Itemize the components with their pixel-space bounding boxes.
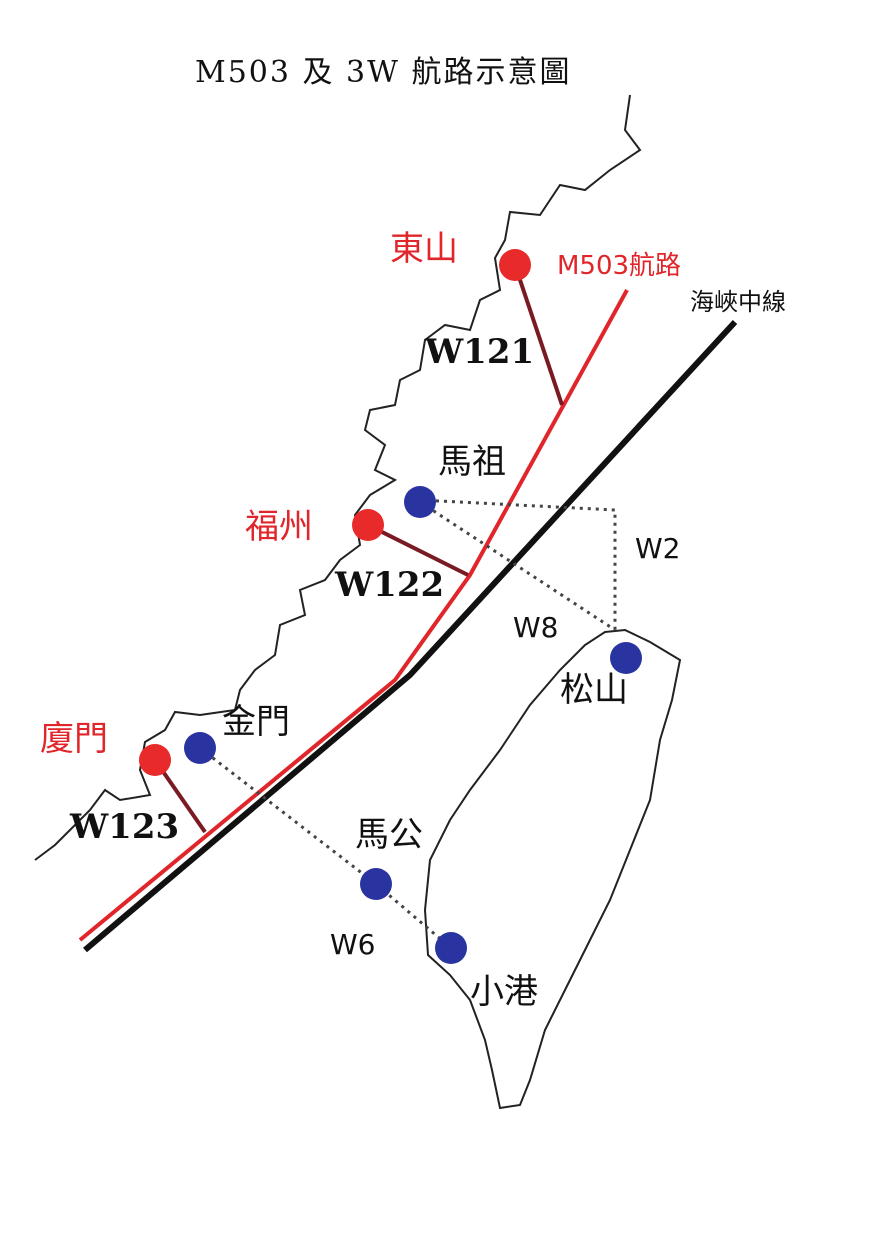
- label-w8: W8: [513, 611, 559, 644]
- w6-route: [199, 746, 452, 950]
- label-w6: W6: [330, 928, 376, 961]
- port-magong: [360, 868, 392, 900]
- map-title: M503 及 3W 航路示意圖: [195, 55, 572, 90]
- m503-route-line: [78, 289, 629, 942]
- china-coastline: [34, 94, 642, 861]
- taiwan-coastline: [423, 628, 682, 1110]
- w2-route: [419, 498, 617, 630]
- label-w122: W122: [335, 565, 445, 605]
- port-kinmen: [184, 732, 216, 764]
- label-songshan: 松山: [560, 670, 628, 710]
- label-w2: W2: [635, 532, 681, 565]
- label-dongshan: 東山: [390, 229, 458, 269]
- label-w123: W123: [70, 807, 180, 847]
- label-magong: 馬公: [355, 815, 423, 855]
- label-matsu: 馬祖: [438, 442, 506, 482]
- port-xiamen: [139, 744, 171, 776]
- port-fuzhou: [352, 509, 384, 541]
- label-xiamen: 廈門: [40, 719, 108, 759]
- w121-connector: [513, 264, 564, 406]
- port-songshan: [610, 642, 642, 674]
- label-fuzhou: 福州: [245, 507, 313, 547]
- w122-connector: [367, 523, 469, 577]
- median-line-label: 海峽中線: [690, 288, 786, 316]
- port-xiaogang: [435, 932, 467, 964]
- port-matsu: [404, 486, 436, 518]
- w8-route: [419, 500, 616, 632]
- m503-legend-label: M503航路: [557, 251, 682, 281]
- label-xiaogang: 小港: [470, 972, 538, 1012]
- port-dongshan: [499, 249, 531, 281]
- label-w121: W121: [425, 332, 535, 372]
- label-kinmen: 金門: [222, 702, 290, 742]
- median-line: [83, 319, 738, 953]
